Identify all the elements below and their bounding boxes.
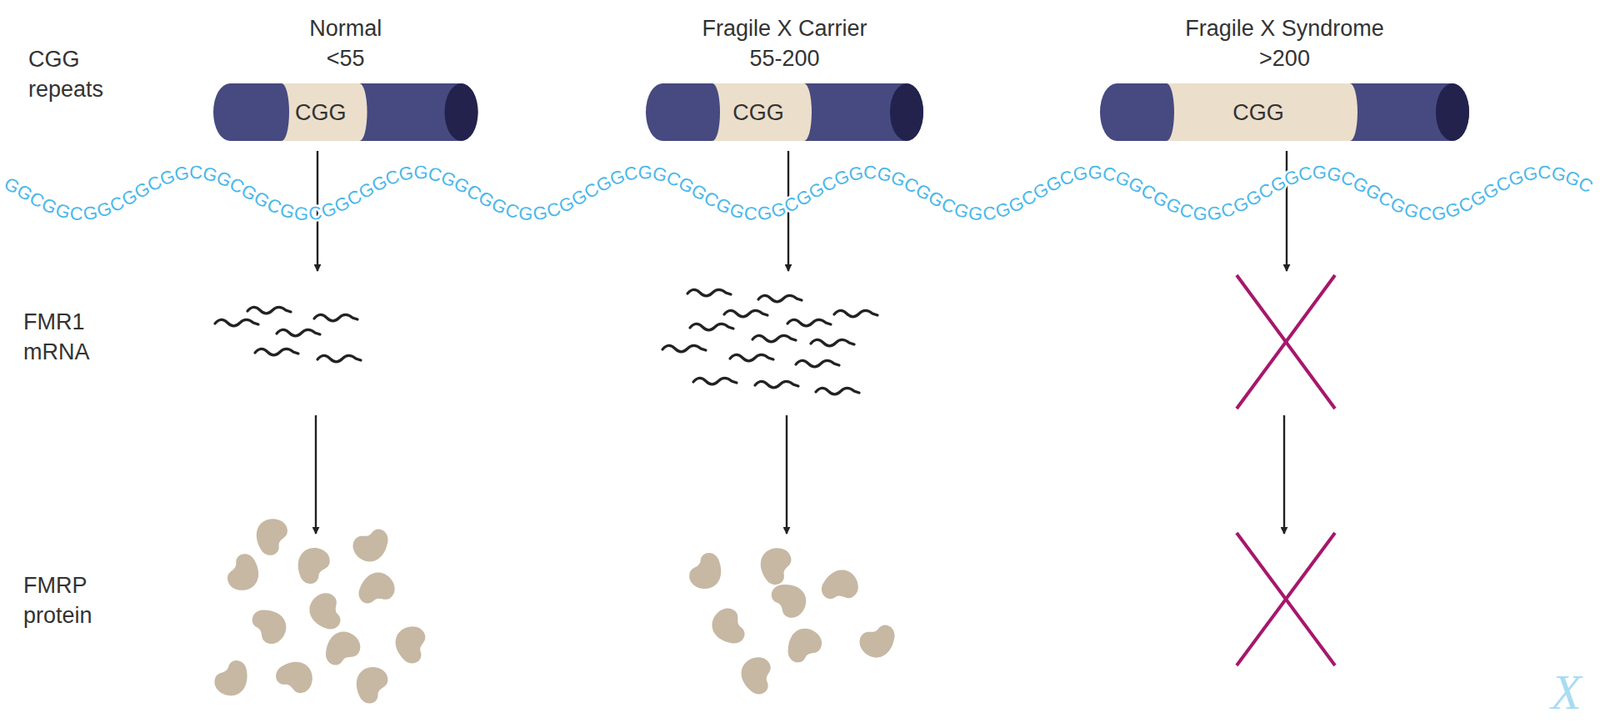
watermark: X <box>1550 666 1582 717</box>
repeat-text: CGG <box>1232 97 1285 128</box>
column-header: Fragile X Syndrome>200 <box>1185 13 1385 74</box>
fmrp-proteins <box>214 514 898 706</box>
cylinder-node: Fragile X Carrier55-200CGG <box>645 83 924 141</box>
absent-marks <box>1236 275 1335 665</box>
column-header: Fragile X Carrier55-200 <box>701 13 867 74</box>
repeat-band: CGG <box>712 83 805 141</box>
process-arrows <box>315 150 1287 534</box>
row-label: FMRP protein <box>23 570 93 630</box>
cylinder-shape <box>645 83 924 141</box>
arrow <box>785 415 788 534</box>
row-label: CGG repeats <box>28 44 104 105</box>
column-title: Fragile X Carrier <box>701 13 867 44</box>
mrna-strands <box>215 289 878 395</box>
repeat-band: CGG <box>281 83 360 141</box>
column-header: Normal<55 <box>309 13 382 74</box>
cylinder-node: Normal<55CGG <box>213 83 479 141</box>
cylinder-node: Fragile X Syndrome>200CGG <box>1100 83 1470 141</box>
column-title: Fragile X Syndrome <box>1185 13 1385 44</box>
repeat-text: CGG <box>732 97 785 128</box>
arrow <box>315 415 317 534</box>
dna-strand: GGCGGCGGCGGCGGCGGCGGCGGCGGCGGCGGCGGCGGCG… <box>0 161 1597 225</box>
repeat-range: 55-200 <box>701 43 867 74</box>
arrow <box>1283 415 1285 534</box>
cylinder-shape <box>1100 83 1470 141</box>
repeat-band: CGG <box>1166 83 1350 141</box>
repeat-range: <55 <box>309 43 382 74</box>
repeat-range: >200 <box>1185 43 1385 74</box>
row-label: FMR1 mRNA <box>23 306 90 367</box>
dna-sequence: GGCGGCGGCGGCGGCGGCGGCGGCGGCGGCGGCGGCGGCG… <box>0 161 1597 225</box>
column-title: Normal <box>309 13 382 44</box>
repeat-text: CGG <box>295 97 347 128</box>
